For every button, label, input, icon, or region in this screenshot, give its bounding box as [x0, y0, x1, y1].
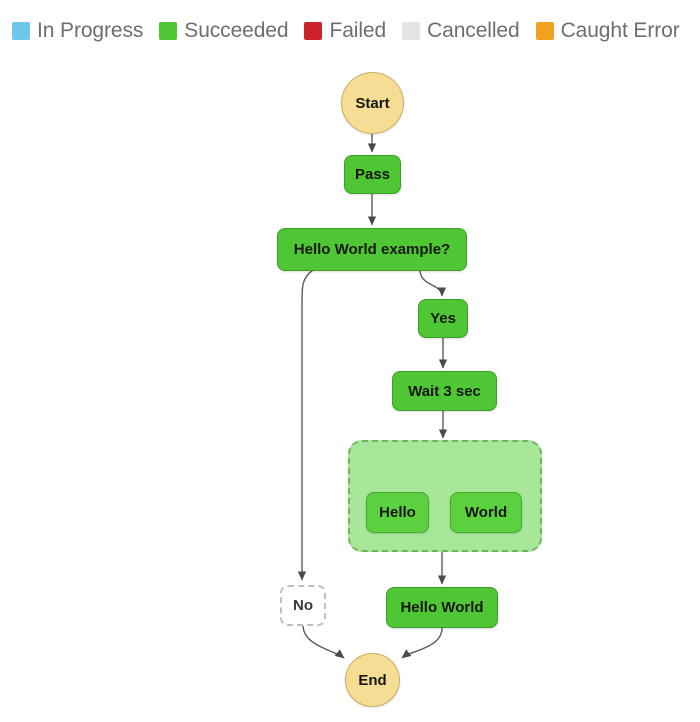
- node-wait-3-sec[interactable]: Wait 3 sec: [392, 371, 497, 411]
- legend-label-succeeded: Succeeded: [184, 19, 289, 42]
- legend-item-caught-error: Caught Error: [535, 19, 680, 43]
- edge-no-to-end: [302, 624, 345, 659]
- legend-item-succeeded: Succeeded: [159, 19, 289, 43]
- edge-hello-world-to-end: [401, 627, 443, 659]
- node-end-label: End: [358, 671, 387, 689]
- edge-choice-to-yes: [419, 269, 447, 297]
- node-pass[interactable]: Pass: [344, 155, 401, 194]
- legend-item-in-progress: In Progress: [12, 19, 143, 43]
- node-start[interactable]: Start: [341, 72, 404, 134]
- legend-label-failed: Failed: [329, 19, 387, 42]
- node-start-label: Start: [355, 94, 390, 112]
- execution-graph[interactable]: Start Pass Hello World example? Yes Wait…: [0, 62, 700, 722]
- node-wait-label: Wait 3 sec: [408, 382, 481, 400]
- legend-swatch-succeeded: [159, 22, 178, 40]
- node-hello-world-label: Hello World: [400, 599, 484, 616]
- legend-swatch-failed: [304, 22, 323, 40]
- legend-swatch-cancelled: [402, 22, 421, 40]
- node-choice-hello-world-example[interactable]: Hello World example?: [277, 228, 467, 271]
- node-choice-label: Hello World example?: [293, 241, 451, 258]
- status-legend: In Progress Succeeded Failed Cancelled C…: [0, 0, 700, 62]
- legend-item-cancelled: Cancelled: [402, 19, 520, 43]
- node-hello[interactable]: Hello: [366, 492, 429, 533]
- node-pass-label: Pass: [354, 166, 391, 183]
- node-end[interactable]: End: [345, 653, 400, 707]
- node-hello-world[interactable]: Hello World: [386, 587, 498, 628]
- edge-choice-to-no: [297, 269, 314, 581]
- legend-label-cancelled: Cancelled: [427, 19, 520, 42]
- legend-label-caught-error: Caught Error: [560, 19, 680, 42]
- node-yes-label: Yes: [430, 310, 456, 327]
- node-world-label: World: [464, 504, 508, 521]
- node-no[interactable]: No: [280, 585, 326, 626]
- legend-label-in-progress: In Progress: [37, 19, 144, 42]
- legend-item-failed: Failed: [304, 19, 386, 43]
- node-hello-label: Hello: [379, 504, 416, 521]
- legend-swatch-caught-error: [535, 22, 554, 40]
- node-world[interactable]: World: [450, 492, 522, 533]
- legend-swatch-in-progress: [12, 22, 30, 40]
- node-yes[interactable]: Yes: [418, 299, 468, 338]
- node-no-label: No: [293, 597, 313, 614]
